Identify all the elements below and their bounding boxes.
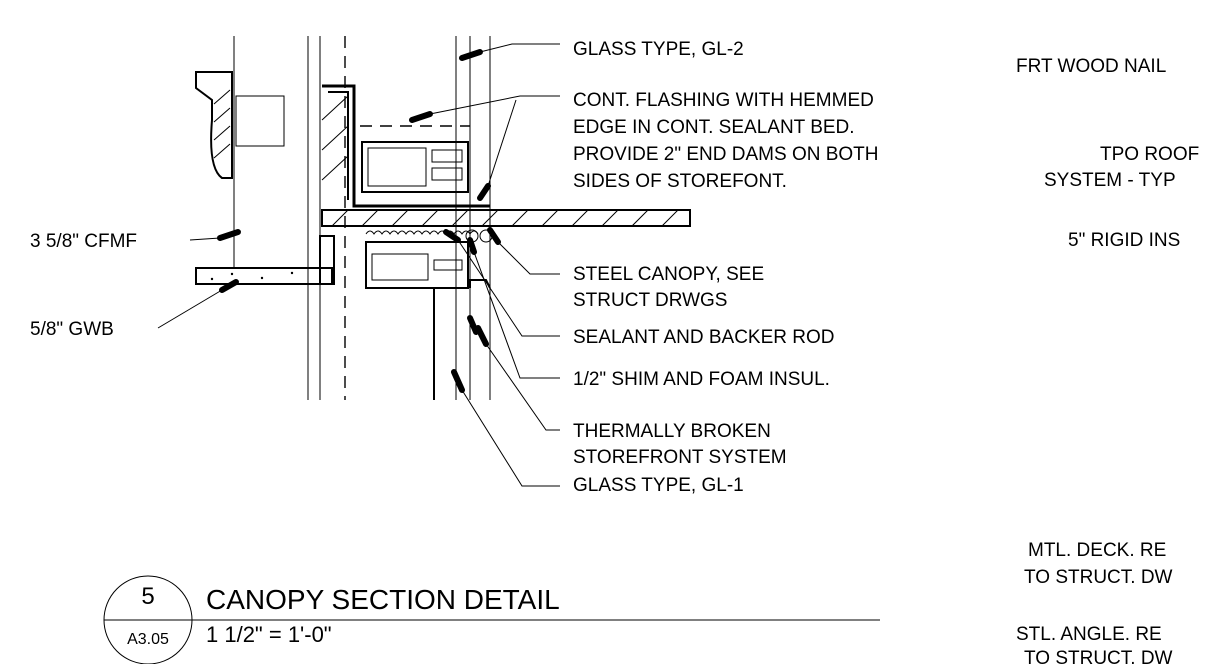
callout-glass-gl1: GLASS TYPE, GL-1 xyxy=(573,475,744,496)
adjacent-note-to-struct-2: TO STRUCT. DW xyxy=(1024,648,1173,664)
callout-steel-canopy-line1: STEEL CANOPY, SEE xyxy=(573,264,764,285)
adjacent-note-frt-wood: FRT WOOD NAIL xyxy=(1016,56,1166,77)
callout-cfmf: 3 5/8" CFMF xyxy=(30,231,137,252)
section-geometry xyxy=(195,36,691,400)
sheet-number: A3.05 xyxy=(127,631,169,648)
callout-steel-canopy-line2: STRUCT DRWGS xyxy=(573,290,727,311)
callout-flashing-line3: PROVIDE 2" END DAMS ON BOTH xyxy=(573,144,879,165)
callout-flashing-line4: SIDES OF STOREFONT. xyxy=(573,171,787,192)
callout-flashing-line2: EDGE IN CONT. SEALANT BED. xyxy=(573,117,855,138)
right-callouts: GLASS TYPE, GL-2 CONT. FLASHING WITH HEM… xyxy=(573,39,879,496)
adjacent-note-mtl-deck: MTL. DECK. RE xyxy=(1028,540,1166,561)
callout-storefront-line1: THERMALLY BROKEN xyxy=(573,421,771,442)
callout-sealant-backer-rod: SEALANT AND BACKER ROD xyxy=(573,327,835,348)
detail-number: 5 xyxy=(141,583,154,610)
adjacent-note-rigid-ins: 5" RIGID INS xyxy=(1068,230,1180,251)
callout-gwb: 5/8" GWB xyxy=(30,319,114,340)
adjacent-note-system-typ: SYSTEM - TYP xyxy=(1044,170,1176,191)
detail-scale: 1 1/2" = 1'-0" xyxy=(206,622,332,647)
adjacent-note-tpo-roof: TPO ROOF xyxy=(1100,144,1199,165)
detail-title: CANOPY SECTION DETAIL xyxy=(206,584,560,615)
adjacent-detail-notes: FRT WOOD NAIL TPO ROOF SYSTEM - TYP 5" R… xyxy=(1016,56,1199,664)
left-callouts: 3 5/8" CFMF 5/8" GWB xyxy=(30,231,137,340)
callout-glass-gl2: GLASS TYPE, GL-2 xyxy=(573,39,744,60)
adjacent-note-stl-angle: STL. ANGLE. RE xyxy=(1016,624,1162,645)
adjacent-note-to-struct-1: TO STRUCT. DW xyxy=(1024,567,1173,588)
callout-storefront-line2: STOREFRONT SYSTEM xyxy=(573,447,787,468)
title-block: 5 A3.05 CANOPY SECTION DETAIL 1 1/2" = 1… xyxy=(103,575,880,664)
leader-lines xyxy=(157,43,560,487)
callout-flashing-line1: CONT. FLASHING WITH HEMMED xyxy=(573,90,874,111)
callout-shim-foam: 1/2" SHIM AND FOAM INSUL. xyxy=(573,369,830,390)
